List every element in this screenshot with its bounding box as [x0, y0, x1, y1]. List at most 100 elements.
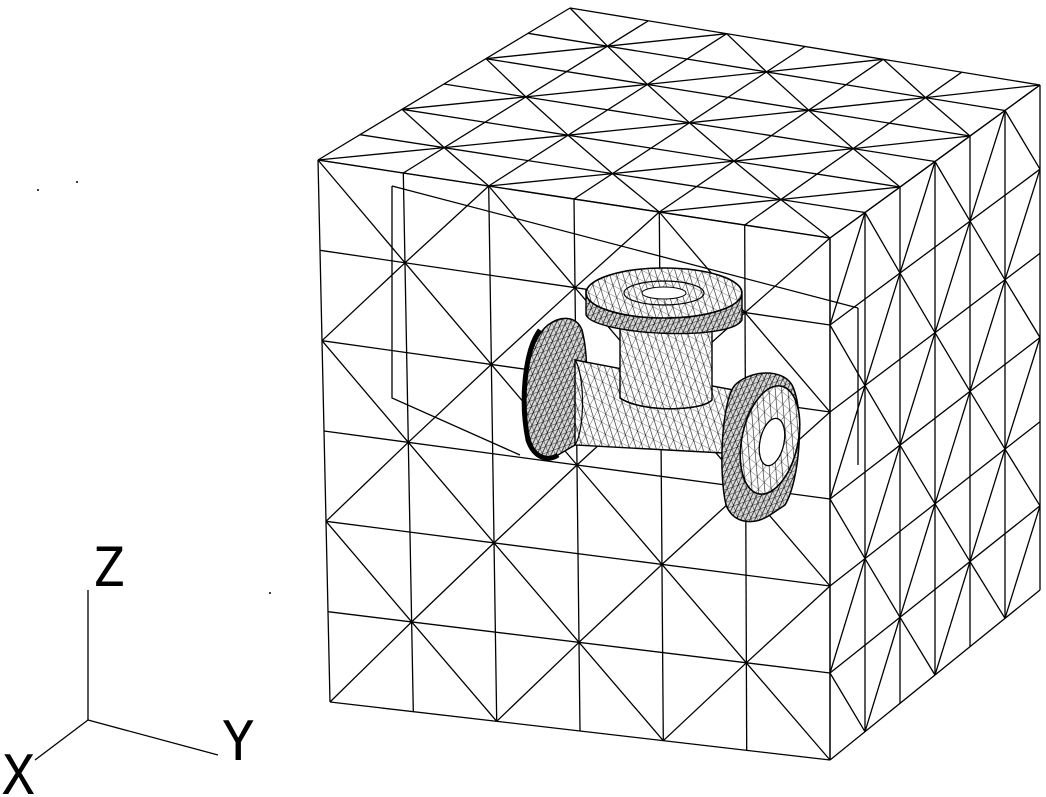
- mesh-edge: [329, 701, 831, 761]
- mesh-diagonal: [766, 58, 884, 73]
- mesh-diagonal: [689, 109, 809, 124]
- y-axis-line: [87, 719, 219, 756]
- mesh-diagonal: [1004, 337, 1041, 450]
- mesh-diagonal: [864, 272, 901, 386]
- mesh-diagonal: [745, 585, 831, 664]
- mesh-diagonal: [969, 561, 1006, 619]
- mesh-diagonal: [576, 464, 663, 565]
- mesh-diagonal: [808, 96, 926, 111]
- mesh-diagonal: [407, 441, 495, 544]
- mesh-diagonal: [661, 563, 747, 664]
- mesh-diagonal: [567, 134, 613, 175]
- mesh-diagonal: [1004, 505, 1041, 619]
- mesh-diagonal: [969, 279, 1006, 392]
- mesh-diagonal: [578, 641, 664, 742]
- mesh-diagonal: [490, 287, 576, 365]
- mesh-diagonal: [401, 96, 526, 110]
- mesh-diagonal: [829, 324, 866, 386]
- mesh-diagonal: [647, 71, 767, 86]
- mesh-diagonal: [1004, 110, 1041, 170]
- mesh-diagonal: [969, 390, 1006, 450]
- mesh-diagonal: [325, 441, 409, 522]
- mesh-diagonal: [808, 109, 854, 150]
- mesh-diagonal: [567, 122, 690, 136]
- mesh-diagonal: [899, 444, 936, 505]
- mesh-diagonal: [443, 147, 490, 187]
- inner-back-frame: [391, 185, 859, 465]
- mesh-diagonal: [853, 135, 971, 150]
- mesh-diagonal: [733, 147, 854, 162]
- mesh-diagonal: [317, 159, 406, 264]
- mesh-diagonal: [612, 160, 735, 175]
- mesh-diagonal: [493, 464, 578, 544]
- mesh-diagonal: [444, 134, 569, 149]
- mesh-diagonal: [744, 312, 831, 413]
- mesh-diagonal: [662, 662, 747, 742]
- mesh-edge: [569, 7, 1041, 86]
- mesh-diagonal: [574, 211, 660, 289]
- mesh-diagonal: [899, 616, 936, 676]
- scan-specks: [37, 181, 271, 594]
- mesh-diagonal: [411, 621, 498, 722]
- mesh-diagonal: [925, 84, 1041, 99]
- mesh-diagonal: [864, 212, 901, 274]
- mesh-diagonal: [882, 58, 926, 99]
- mesh-diagonal: [899, 332, 936, 446]
- top-face-mesh: [317, 7, 1041, 239]
- mesh-diagonal: [612, 173, 660, 213]
- mesh-diagonal: [745, 662, 831, 761]
- mesh-diagonal: [1004, 169, 1041, 280]
- right-flange: [721, 372, 801, 523]
- mesh-diagonal: [934, 391, 971, 504]
- mesh-diagonal: [744, 237, 831, 314]
- mesh-diagonal: [485, 58, 527, 98]
- mesh-diagonal: [829, 672, 866, 733]
- mesh-diagonal: [864, 617, 901, 732]
- mesh-diagonal: [488, 172, 613, 187]
- mesh-diagonal: [404, 185, 490, 264]
- mesh-diagonal: [317, 146, 445, 161]
- mesh-diagonal: [646, 83, 690, 124]
- mesh-diagonal: [569, 7, 608, 47]
- mesh-diagonal: [525, 83, 648, 98]
- mesh-edge: [829, 84, 1041, 239]
- mesh-diagonal: [969, 110, 1006, 222]
- mesh-diagonal: [488, 185, 576, 289]
- y-axis-label: Y: [222, 710, 255, 773]
- mesh-diagonal: [934, 332, 971, 392]
- mesh-diagonal: [934, 503, 971, 562]
- mesh-diagonal: [969, 220, 1006, 281]
- pipe-tee-part: [521, 267, 801, 523]
- z-axis-label: Z: [92, 536, 125, 599]
- mesh-diagonal: [493, 542, 580, 643]
- mesh-diagonal: [829, 385, 866, 500]
- mesh-diagonal: [485, 45, 608, 60]
- mesh-diagonal: [1004, 279, 1041, 338]
- mesh-diagonal: [899, 272, 936, 334]
- mesh-diagonal: [607, 33, 727, 47]
- outer-box-mesh: [317, 7, 1041, 761]
- mesh-diagonal: [404, 262, 492, 365]
- mesh-edge: [658, 58, 884, 213]
- mesh-diagonal: [689, 122, 735, 162]
- mesh-diagonal: [780, 198, 831, 239]
- mesh-diagonal: [321, 262, 406, 342]
- mesh-edge: [485, 58, 971, 137]
- x-axis-line: [34, 719, 89, 761]
- mesh-diagonal: [578, 563, 663, 643]
- branch-pipe: [619, 317, 713, 410]
- mesh-diagonal: [899, 161, 936, 274]
- mesh-diagonal: [1004, 448, 1041, 507]
- mesh-diagonal: [829, 558, 866, 674]
- mesh-diagonal: [852, 148, 901, 188]
- mesh-diagonal: [659, 198, 781, 213]
- mesh-diagonal: [864, 445, 901, 559]
- mesh-diagonal: [899, 503, 936, 618]
- mesh-diagonal: [496, 641, 580, 722]
- top-flange: [585, 267, 743, 335]
- mesh-diagonal: [934, 220, 971, 333]
- mesh-diagonal: [325, 520, 413, 623]
- mesh-diagonal: [407, 363, 492, 443]
- coordinate-axes: Z Y X: [2, 536, 255, 797]
